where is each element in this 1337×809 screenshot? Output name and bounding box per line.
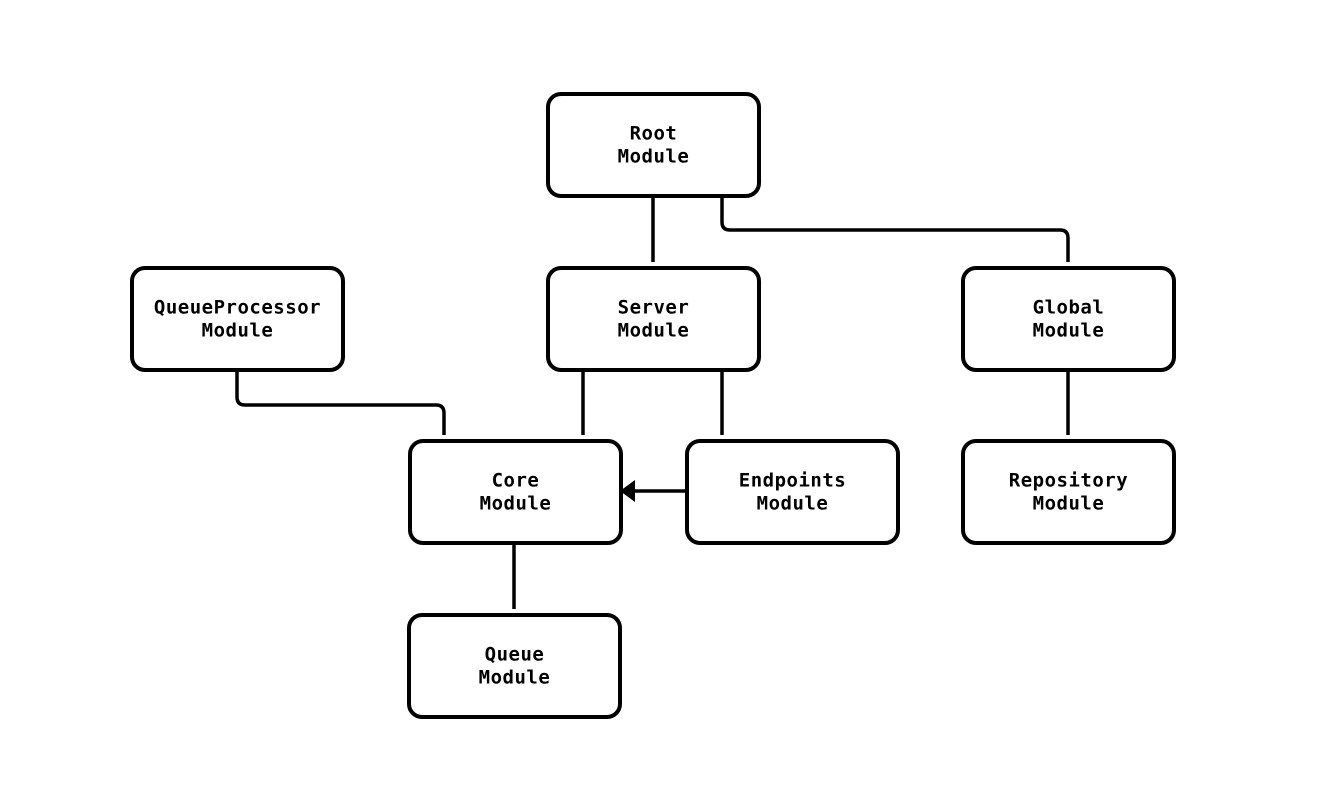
node-label-line1-queueprocessor: QueueProcessor bbox=[154, 297, 321, 319]
node-label-line2-server: Module bbox=[618, 320, 690, 342]
node-label-line1-queue: Queue bbox=[485, 644, 545, 666]
node-box-queueprocessor[interactable] bbox=[130, 266, 345, 372]
node-label-line1-endpoints: Endpoints bbox=[739, 470, 846, 492]
node-box-repository[interactable] bbox=[961, 439, 1176, 545]
node-label-line2-repository: Module bbox=[1033, 493, 1105, 515]
node-label-line1-root: Root bbox=[630, 123, 678, 145]
node-label-line1-server: Server bbox=[618, 297, 690, 319]
node-label-line2-core: Module bbox=[480, 493, 552, 515]
node-box-root[interactable] bbox=[546, 92, 761, 198]
edge-line-queueprocessor-core bbox=[235, 370, 446, 435]
node-label-line2-root: Module bbox=[618, 146, 690, 168]
edges-layer bbox=[235, 196, 1079, 628]
node-box-core[interactable] bbox=[408, 439, 623, 545]
node-label-line1-repository: Repository bbox=[1009, 470, 1128, 492]
node-label-line1-global: Global bbox=[1033, 297, 1105, 319]
node-box-queue[interactable] bbox=[407, 613, 622, 719]
edge-line-root-global bbox=[720, 196, 1070, 262]
nodes-layer: RootModuleQueueProcessorModuleServerModu… bbox=[130, 92, 1176, 719]
node-label-line2-endpoints: Module bbox=[757, 493, 829, 515]
node-box-endpoints[interactable] bbox=[685, 439, 900, 545]
edge-endpoints-core bbox=[620, 480, 687, 502]
node-box-global[interactable] bbox=[961, 266, 1176, 372]
node-box-server[interactable] bbox=[546, 266, 761, 372]
node-label-line2-global: Module bbox=[1033, 320, 1105, 342]
node-label-line1-core: Core bbox=[492, 470, 540, 492]
arrowhead-endpoints-core bbox=[620, 480, 635, 502]
node-label-line2-queueprocessor: Module bbox=[202, 320, 274, 342]
node-label-line2-queue: Module bbox=[479, 667, 551, 689]
